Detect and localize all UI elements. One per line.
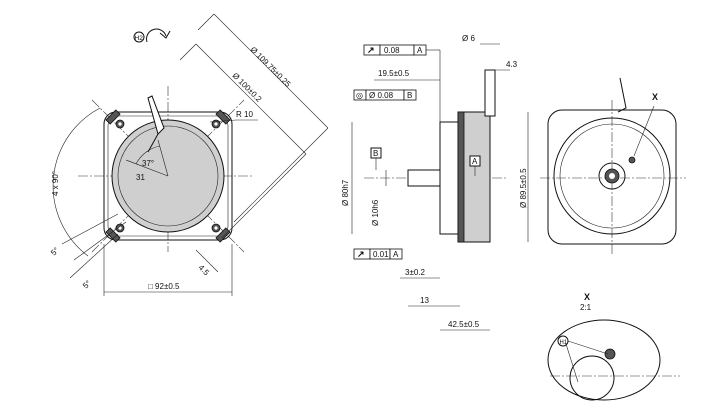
cable: [147, 95, 165, 135]
dim-square: □ 92±0.5: [148, 282, 180, 291]
dim-4-5: 4.5: [197, 263, 212, 278]
dim-19-5: 19.5±0.5: [378, 69, 410, 78]
dim-shaft: Ø 10h6: [371, 199, 380, 226]
svg-text:Ø 0.08: Ø 0.08: [369, 91, 394, 100]
side-view: ↗ 0.08 A Ø 6 4.3 19.5±0.5 ◎ Ø 0.08 B Ø 8…: [341, 34, 529, 331]
detail-view: X 2:1 H1: [547, 292, 680, 401]
fcf-position: ◎ Ø 0.08 B: [353, 89, 417, 101]
rear-view: X: [540, 77, 686, 256]
mounting-holes: [115, 119, 221, 233]
svg-text:0.08: 0.08: [384, 46, 400, 55]
shaft-side: [407, 169, 441, 187]
dim-shaft-dia-top: Ø 6: [462, 34, 475, 43]
rear-view-mark: X: [652, 92, 658, 102]
dim-angle-37: 37°: [142, 159, 154, 168]
datum-a: A: [472, 157, 478, 166]
dim-outer-diameter: Ø 109.75±0.25: [249, 45, 293, 89]
svg-text:↗: ↗: [357, 249, 365, 259]
dim-42-5: 42.5±0.5: [448, 320, 480, 329]
rotation-mark-label: H2: [135, 35, 144, 42]
dim-13: 13: [420, 296, 429, 305]
dim-radius: R 10: [236, 110, 253, 119]
cable-side: [484, 69, 496, 117]
svg-text:A: A: [393, 250, 399, 259]
datum-b: B: [373, 149, 378, 158]
dim-3: 3±0.2: [405, 268, 426, 277]
rotation-mark-circle: [133, 31, 145, 43]
svg-text:◎: ◎: [356, 91, 363, 100]
detail-title: X: [584, 292, 590, 302]
dim-bolt-circle: Ø 100±0.2: [231, 71, 264, 104]
dim-angle-4x90: 4 x 90°: [51, 171, 60, 196]
svg-text:↗: ↗: [367, 45, 375, 55]
dim-5-a: 5°: [49, 246, 61, 258]
dim-pilot: Ø 80h7: [341, 179, 350, 206]
front-view: H2 37° 31: [49, 13, 329, 296]
dim-body: Ø 89.5±0.5: [519, 168, 528, 208]
motor-flange: [103, 111, 233, 241]
detail-mark: H1: [560, 340, 568, 346]
svg-text:0.01: 0.01: [373, 250, 389, 259]
detail-scale: 2:1: [580, 303, 592, 312]
fcf-runout-top: ↗ 0.08 A: [363, 44, 427, 56]
flange-side: [439, 121, 459, 235]
dim-4-3: 4.3: [506, 60, 518, 69]
dim-31: 31: [136, 173, 145, 182]
rotation-arrow-icon: [146, 28, 167, 43]
fcf-runout-bottom: ↗ 0.01 A: [353, 248, 403, 260]
svg-text:A: A: [417, 46, 423, 55]
svg-text:B: B: [407, 91, 412, 100]
dim-5-b: 5°: [81, 279, 93, 291]
